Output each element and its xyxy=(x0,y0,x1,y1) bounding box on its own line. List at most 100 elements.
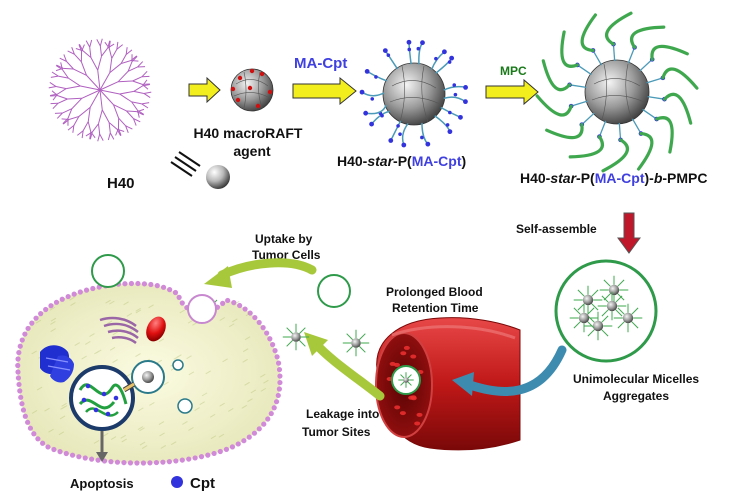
dendrimer-branch xyxy=(97,56,102,71)
prolonged-label-line1: Prolonged Blood xyxy=(386,285,483,299)
reaction-arrow-1 xyxy=(188,76,221,104)
micelle-arm xyxy=(591,303,599,311)
dendrimer-branch xyxy=(98,109,103,124)
membrane-lipid xyxy=(241,438,247,444)
polymer-arm xyxy=(418,42,424,65)
membrane-lipid xyxy=(261,421,267,427)
micelle-core xyxy=(291,332,301,342)
membrane-lipid xyxy=(17,388,23,394)
dendrimer-branch xyxy=(137,61,144,68)
cytoplasm-fiber xyxy=(176,354,182,359)
membrane-lipid xyxy=(220,300,226,306)
cytoplasm-fiber xyxy=(205,370,212,375)
dendrimer-branch xyxy=(125,125,133,130)
membrane-lipid xyxy=(264,330,270,336)
cytoplasm-fiber xyxy=(120,434,126,439)
dendrimer-branch xyxy=(50,93,58,96)
pmpc-chain xyxy=(605,11,633,46)
polymer-arm xyxy=(401,122,409,146)
membrane-lipid xyxy=(229,444,236,450)
membrane-lipid xyxy=(166,459,172,465)
cytoplasm-fiber xyxy=(232,318,238,323)
dendrimer-branch xyxy=(89,89,101,108)
dendrimer-branch xyxy=(113,104,127,112)
dendrimer-branch xyxy=(87,121,92,132)
dendrimer-branch xyxy=(66,61,74,70)
dendrimer-branch xyxy=(119,93,132,103)
polymer-arm xyxy=(646,77,664,84)
cpt-drug-dot xyxy=(374,75,378,79)
cytoplasm-fiber xyxy=(112,359,118,363)
cytoplasm-fiber xyxy=(61,402,67,407)
membrane-lipid xyxy=(242,306,248,312)
pmpc-chain xyxy=(630,25,666,49)
cpt-drug-dot xyxy=(416,46,421,51)
red-blood-cell xyxy=(394,405,401,410)
cytoplasm-fiber xyxy=(244,336,251,341)
dendrimer-branch xyxy=(59,57,67,62)
membrane-lipid xyxy=(31,431,37,437)
cpt-drug-dot xyxy=(445,123,450,127)
membrane-lipid xyxy=(265,416,271,422)
red-blood-cell xyxy=(393,362,400,367)
pmpc-chain xyxy=(541,59,572,92)
dendrimer-branch xyxy=(111,49,118,59)
cytoplasm-fiber xyxy=(218,433,225,438)
micelle-arm xyxy=(286,340,293,347)
cytoplasm-fiber xyxy=(242,358,248,363)
dendrimer-branch xyxy=(141,103,149,109)
dendrimer-branch xyxy=(120,60,132,65)
cytoplasm-fiber xyxy=(93,440,100,444)
cpt-drug-dot xyxy=(382,48,388,54)
apoptosis-label: Apoptosis xyxy=(70,476,134,491)
cpt-drug-dot xyxy=(380,113,384,118)
red-blood-cell xyxy=(414,421,421,426)
dendrimer-branch xyxy=(89,131,92,140)
dendrimer-branch xyxy=(99,133,104,141)
membrane-lipid xyxy=(172,289,179,296)
polymer-arm xyxy=(384,50,399,70)
cytoplasm-fiber xyxy=(61,405,68,410)
dendrimer-branch xyxy=(108,40,111,49)
cpt-drug-dot xyxy=(85,383,91,389)
dendrimer-branch xyxy=(51,71,59,77)
membrane-lipid xyxy=(19,401,25,407)
dendrimer-branch xyxy=(72,125,75,133)
block-polymer-label: H40-star-P(MA-Cpt)-b-PMPC xyxy=(520,170,708,186)
cytoplasm-fiber xyxy=(36,386,43,391)
cytoplasm-fiber xyxy=(201,392,208,397)
dendrimer-branch xyxy=(127,61,133,72)
equivalence-symbol xyxy=(170,151,201,177)
membrane-lipid xyxy=(59,296,65,302)
dendrimer-branch xyxy=(118,80,133,83)
dendrimer-branch xyxy=(99,89,114,106)
micelle-core xyxy=(606,300,618,312)
cpt-drug-dot xyxy=(93,407,99,413)
cpt-drug-dot xyxy=(81,397,87,403)
red-blood-cell xyxy=(399,411,406,416)
dendrimer-branch xyxy=(99,89,103,110)
membrane-lipid xyxy=(135,280,141,287)
cytoplasm-fiber xyxy=(59,415,66,420)
cpt-drug-dot xyxy=(105,411,111,417)
dendrimer-branch xyxy=(132,80,143,85)
dendrimer-branch xyxy=(73,68,87,76)
dendrimer-branch xyxy=(99,81,119,91)
dendrimer-branch xyxy=(86,74,101,91)
dendrimer-branch xyxy=(81,89,101,99)
dendrimer-branch xyxy=(107,132,111,141)
dendrimer-branch xyxy=(78,43,84,52)
uptake-arrow xyxy=(204,258,317,288)
micelle-arm xyxy=(407,374,412,379)
pmpc-chain xyxy=(545,123,584,140)
membrane-lipid xyxy=(114,459,121,465)
cytoplasm-fiber xyxy=(245,312,252,317)
cytoplasm-fiber xyxy=(186,355,192,360)
membrane-lipid xyxy=(45,444,51,450)
dendrimer-branch xyxy=(82,50,92,58)
cytoplasm-fiber xyxy=(158,338,165,343)
cytoplasm-fiber xyxy=(112,331,119,336)
dendrimer-branch xyxy=(126,110,137,113)
dendrimer-branch xyxy=(126,110,134,119)
cytoplasm-fiber xyxy=(44,407,50,412)
